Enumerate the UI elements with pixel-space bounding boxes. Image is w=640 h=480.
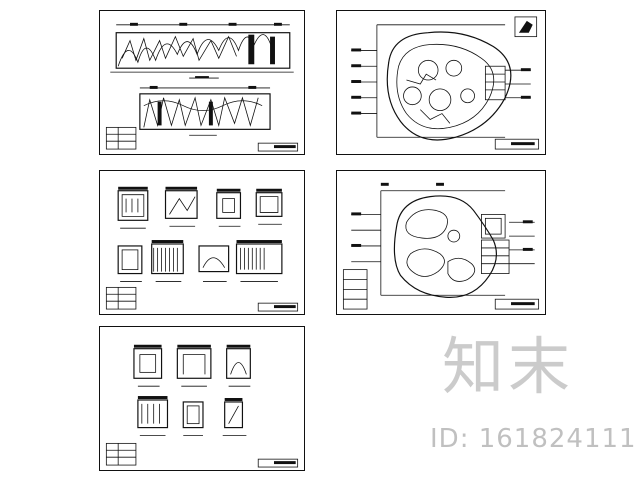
detail-sections-a-drawing (105, 186, 299, 312)
drawing-sheet-floor-plan-furnished (336, 10, 546, 155)
drawing-sheet-detail-sections-b (99, 326, 305, 471)
watermark-logo: 知末 (442, 330, 575, 403)
drawing-sheet-elevations (99, 10, 305, 155)
floor-plan-furnished-drawing (351, 16, 540, 150)
watermark-id: ID: 161824111 (430, 424, 637, 454)
elevations-drawing (105, 22, 299, 152)
drawing-sheet-detail-sections-a (99, 170, 305, 315)
floor-plan-layout-drawing (342, 182, 540, 310)
drawing-sheet-floor-plan-layout (336, 170, 546, 315)
detail-sections-b-drawing (105, 344, 299, 468)
